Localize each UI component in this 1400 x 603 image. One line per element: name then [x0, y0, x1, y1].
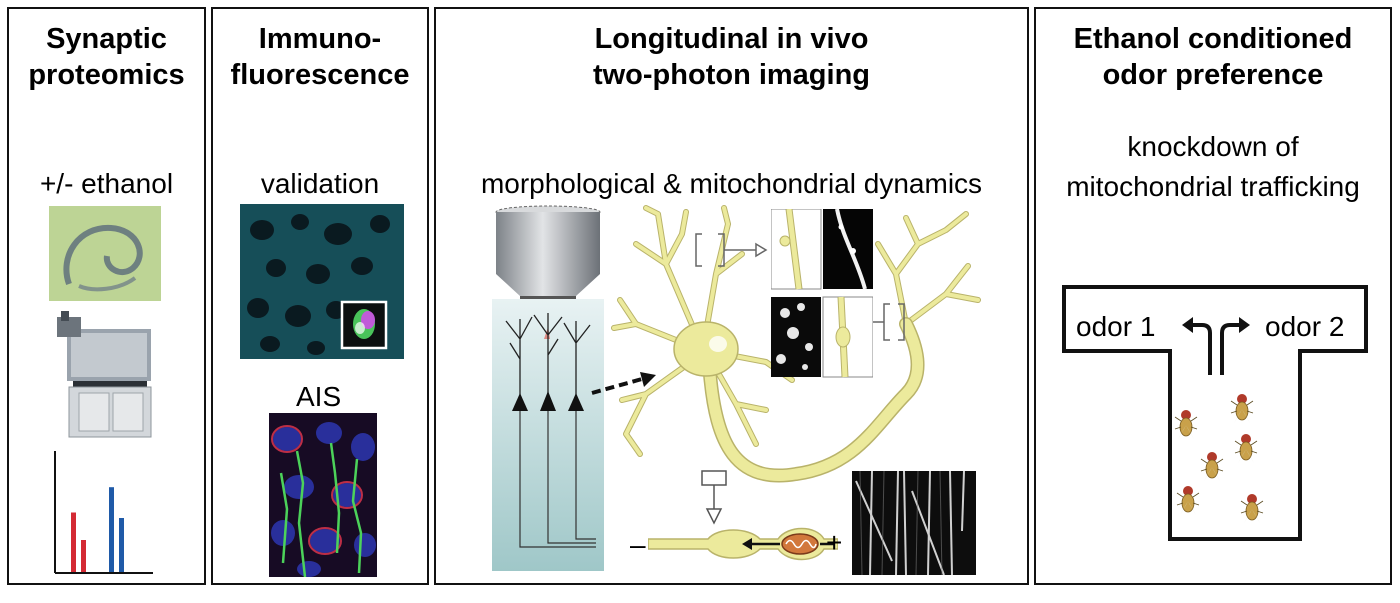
neuron-illustration	[611, 205, 981, 483]
panel-subtitle: knockdown of mitochondrial trafficking	[1066, 131, 1360, 202]
panel-subtitle: +/- ethanol	[39, 168, 174, 199]
panel-title: Synaptic proteomics	[28, 23, 185, 91]
fly-icon	[1200, 451, 1224, 482]
ais-label: AIS	[296, 381, 342, 412]
fly-icon	[1174, 409, 1198, 440]
panel-odor-preference: Ethanol conditioned odor preference knoc…	[1034, 7, 1392, 585]
bar	[119, 518, 124, 573]
bar-chart	[54, 451, 153, 574]
fly-icon	[1230, 393, 1254, 424]
tissue-block-image	[492, 299, 604, 571]
bar	[109, 487, 114, 573]
t-maze-diagram	[1062, 285, 1368, 541]
panel-title: Longitudinal in vivo two-photon imaging	[592, 23, 871, 91]
panel-title: Immuno- fluorescence	[230, 23, 410, 91]
panel-two-photon-imaging: Longitudinal in vivo two-photon imaging …	[434, 7, 1029, 585]
arrow-right-icon	[1239, 317, 1250, 333]
panel-immunofluorescence: Immuno- fluorescence validation AIS	[211, 7, 429, 585]
choice-arrows	[1182, 317, 1250, 375]
bar	[71, 512, 76, 573]
panel-title: Ethanol conditioned odor preference	[1073, 23, 1353, 91]
panel-subtitle: morphological & mitochondrial dynamics	[480, 168, 983, 199]
flies-group	[1174, 393, 1264, 524]
plus-label: +	[826, 527, 843, 558]
axon-mitochondrion-diagram	[648, 527, 838, 561]
minus-label: –	[630, 529, 646, 560]
immunofluorescence-validation-image	[240, 204, 404, 359]
ais-image	[269, 413, 377, 577]
kymograph-image	[852, 471, 976, 575]
odor-2-label: odor 2	[1265, 311, 1345, 342]
dashed-arrow	[591, 372, 656, 395]
odor-1-label: odor 1	[1076, 311, 1156, 342]
mass-spectrometer-image	[57, 311, 152, 438]
panel-subtitle: validation	[260, 168, 380, 199]
fly-icon	[1176, 485, 1200, 516]
arrow-left-icon	[1182, 317, 1193, 333]
fly-icon	[1240, 493, 1264, 524]
axon-zoom-arrow	[701, 470, 727, 525]
fly-icon	[1234, 433, 1258, 464]
panel-synaptic-proteomics: Synaptic proteomics +/- ethanol	[7, 7, 206, 585]
bar	[81, 540, 86, 573]
dendrite-zoom-images	[771, 209, 873, 378]
hippocampus-slice-image	[49, 206, 161, 301]
